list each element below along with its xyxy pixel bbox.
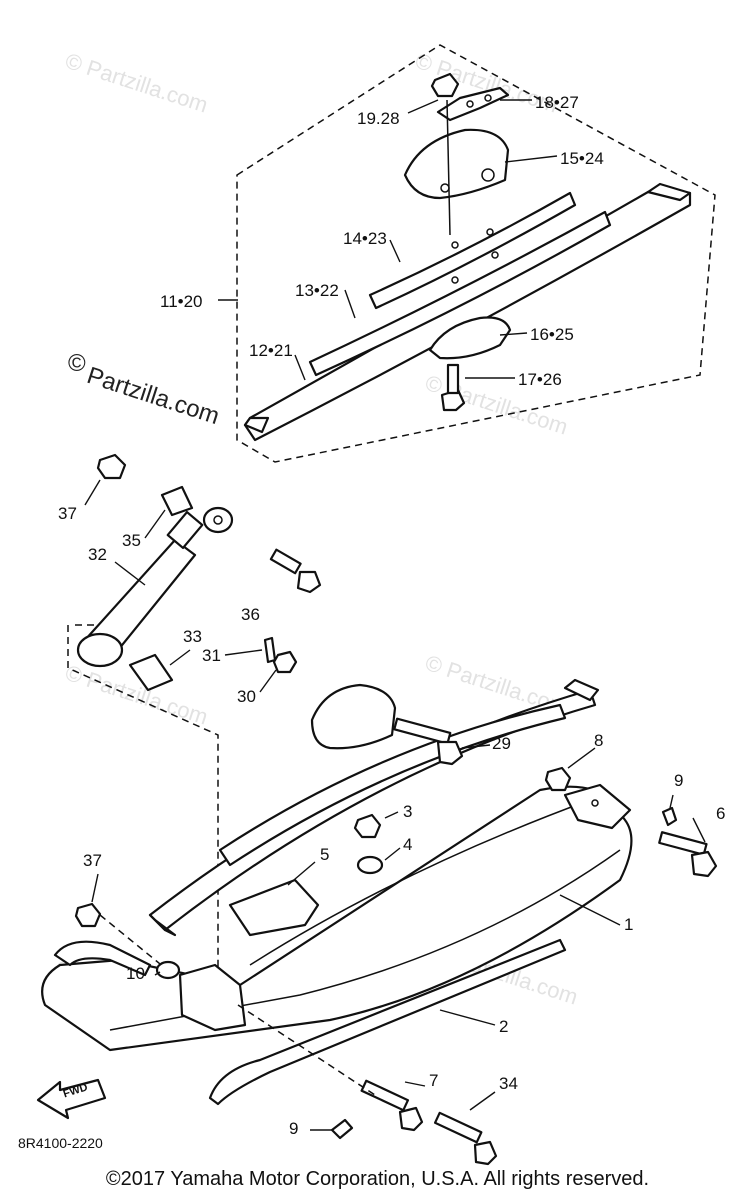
ski-leaf-spring bbox=[148, 678, 600, 937]
watermark-symbol: © bbox=[68, 350, 86, 377]
callout-32: 32 bbox=[88, 545, 107, 564]
callout-13-22: 13•22 bbox=[295, 281, 339, 300]
forward-arrow-icon bbox=[36, 1078, 107, 1120]
callout-7: 7 bbox=[429, 1071, 439, 1090]
callout-2: 2 bbox=[499, 1017, 509, 1036]
callout-9-lower: 9 bbox=[289, 1119, 299, 1138]
callout-14-23: 14•23 bbox=[343, 229, 387, 248]
callout-17-26: 17•26 bbox=[518, 370, 562, 389]
callout-10: 10 bbox=[126, 964, 145, 983]
callout-1: 1 bbox=[624, 915, 634, 934]
ski-body bbox=[41, 783, 633, 1052]
callout-3: 3 bbox=[403, 802, 413, 821]
callout-6: 6 bbox=[716, 804, 726, 823]
callout-19-28: 19.28 bbox=[357, 109, 400, 128]
callout-36: 36 bbox=[241, 605, 260, 624]
callout-29: 29 bbox=[492, 734, 511, 753]
callout-30: 30 bbox=[237, 687, 256, 706]
callout-5: 5 bbox=[320, 845, 330, 864]
callout-37-top: 37 bbox=[58, 504, 77, 523]
callout-35: 35 bbox=[122, 531, 141, 550]
callout-4: 4 bbox=[403, 835, 413, 854]
callout-33: 33 bbox=[183, 627, 202, 646]
callout-9-upper: 9 bbox=[674, 771, 684, 790]
callout-16-25: 16•25 bbox=[530, 325, 574, 344]
diagram-code: 8R4100-2220 bbox=[18, 1135, 103, 1151]
copyright-notice: ©2017 Yamaha Motor Corporation, U.S.A. A… bbox=[105, 1168, 650, 1190]
leaf-spring-assembly bbox=[243, 72, 692, 442]
callout-31: 31 bbox=[202, 646, 221, 665]
callout-15-24: 15•24 bbox=[560, 149, 604, 168]
callout-11-20: 11•20 bbox=[160, 292, 203, 311]
spring-assembly-outline bbox=[236, 44, 716, 463]
callout-34: 34 bbox=[499, 1074, 518, 1093]
callout-37-left: 37 bbox=[83, 851, 102, 870]
callout-8: 8 bbox=[594, 731, 604, 750]
bolt-36 bbox=[269, 548, 322, 594]
shock-absorber bbox=[76, 453, 234, 692]
callout-12-21: 12•21 bbox=[249, 341, 293, 360]
callout-18-27: 18•27 bbox=[535, 93, 579, 112]
